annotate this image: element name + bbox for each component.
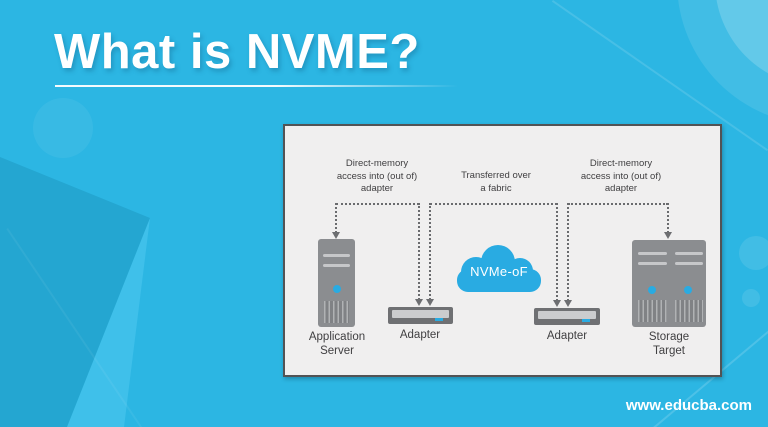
dotted-drop-to-adapter-right-b xyxy=(567,203,569,301)
label-storage-target: Storage Target xyxy=(648,331,690,357)
storage-power-led xyxy=(684,286,692,294)
server-vents xyxy=(324,301,349,323)
arrow-down-icon xyxy=(564,300,572,307)
watermark-url: www.educba.com xyxy=(625,397,752,414)
arrow-down-icon xyxy=(415,299,423,306)
dotted-line-adapter-to-storage xyxy=(568,203,668,205)
background-circle-topleft xyxy=(33,98,93,158)
annotation-fabric-transfer: Transferred over a fabric xyxy=(461,170,531,194)
adapter-left-icon xyxy=(388,307,453,324)
background-circle-topright-inner xyxy=(715,0,768,87)
dotted-line-adapter-to-adapter xyxy=(430,203,557,205)
background-diagonal-line-diamond xyxy=(6,228,143,427)
dotted-drop-to-adapter-left-a xyxy=(418,203,420,300)
adapter-slot xyxy=(538,311,596,319)
fabric-cloud-icon: NVMe-oF xyxy=(452,243,546,293)
storage-drive-bay xyxy=(638,252,667,255)
dotted-drop-to-app-server xyxy=(335,203,337,233)
adapter-right-icon xyxy=(534,308,600,325)
storage-drive-bay xyxy=(638,262,667,265)
server-drive-bay xyxy=(323,254,350,257)
label-adapter-left: Adapter xyxy=(399,329,441,341)
storage-drive-bay xyxy=(675,262,703,265)
application-server-icon xyxy=(318,239,355,327)
storage-drive-bay xyxy=(675,252,703,255)
background-circle-topright-outer xyxy=(677,0,768,125)
adapter-led xyxy=(435,318,443,321)
storage-power-led xyxy=(648,286,656,294)
arrow-down-icon xyxy=(664,232,672,239)
background-blob-right-2 xyxy=(742,289,760,307)
arrow-down-icon xyxy=(553,300,561,307)
arrow-down-icon xyxy=(426,299,434,306)
adapter-slot xyxy=(392,310,449,318)
label-adapter-right: Adapter xyxy=(546,330,588,342)
label-application-server: Application Server xyxy=(308,331,366,357)
dotted-drop-to-storage xyxy=(667,203,669,233)
storage-target-icon xyxy=(632,240,706,327)
cloud-shape xyxy=(457,245,541,292)
dotted-drop-to-adapter-left-b xyxy=(429,203,431,300)
page-title: What is NVME? xyxy=(54,25,420,79)
cloud-label: NVMe-oF xyxy=(470,264,528,279)
storage-vents xyxy=(638,300,667,322)
server-drive-bay xyxy=(323,264,350,267)
annotation-dma-right: Direct-memory access into (out of) adapt… xyxy=(580,158,662,194)
title-underline xyxy=(55,85,458,87)
dotted-line-server-to-adapter xyxy=(336,203,419,205)
background-blob-right-1 xyxy=(739,236,768,270)
arrow-down-icon xyxy=(332,232,340,239)
adapter-led xyxy=(582,319,590,322)
server-power-led xyxy=(333,285,341,293)
dotted-drop-to-adapter-right-a xyxy=(556,203,558,301)
annotation-dma-left: Direct-memory access into (out of) adapt… xyxy=(336,158,418,194)
storage-vents xyxy=(675,300,703,322)
nvme-of-diagram-panel: Direct-memory access into (out of) adapt… xyxy=(283,124,722,377)
